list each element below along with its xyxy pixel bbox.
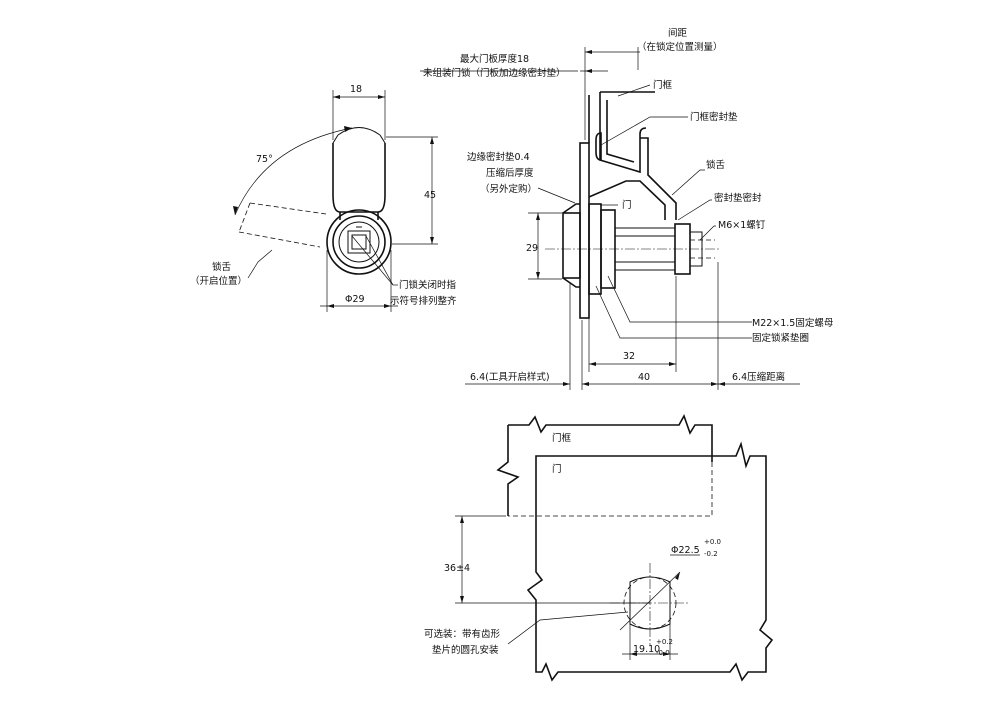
bottom-view: 门框 门 36±4 Φ22.5 +0.0 -0.2 19.10 +0.2 -0.…: [424, 414, 774, 682]
max-door-label-1: 最大门板厚度18: [460, 53, 529, 65]
door-side-label: 门: [622, 199, 632, 211]
edge-seal-label-1: 边缘密封垫0.4: [467, 151, 530, 163]
nut-label: M22×1.5固定螺母: [752, 317, 833, 329]
frame-seal-label: 门框密封垫: [690, 111, 738, 123]
angle-label: 75°: [256, 154, 273, 165]
tool-open-label: 6.4(工具开启样式): [470, 371, 550, 383]
gap-label-2: （在锁定位置测量）: [637, 41, 723, 53]
edge-seal-label-3: （另外定购）: [480, 183, 537, 195]
hole-diameter-tol-down: -0.2: [704, 550, 718, 558]
dim-45-label: 45: [424, 190, 436, 201]
dim-40-label: 40: [638, 372, 650, 383]
side-view: 间距 （在锁定位置测量） 最大门板厚度18 未组装门锁（门板加边缘密封垫）: [420, 27, 833, 390]
flat-width-tol-up: +0.2: [656, 638, 673, 646]
gap-label-1: 间距: [668, 27, 688, 39]
indicator-note-1: 门锁关闭时指: [399, 279, 457, 291]
seal-seal-label: 密封垫密封: [714, 192, 762, 204]
edge-seal-label-2: 压缩后厚度: [486, 167, 534, 179]
flat-width-tol-down: -0.0: [656, 649, 670, 657]
tongue-open-label-1: 锁舌: [212, 261, 232, 273]
frame-label: 门框: [653, 79, 673, 91]
tongue-label: 锁舌: [706, 159, 726, 171]
max-door-label-2: 未组装门锁（门板加边缘密封垫）: [423, 67, 566, 79]
option-note-1: 可选装：带有齿形: [424, 628, 501, 640]
washer-label: 固定锁紧垫圈: [752, 332, 809, 344]
dim-18-label: 18: [350, 84, 362, 95]
tongue-open-label-2: （开启位置）: [190, 275, 247, 287]
hole-diameter-tol-up: +0.0: [704, 538, 721, 546]
left-view: 75° 18 45 Φ29 锁舌 （开启位置） 门锁关闭时指 示符号排列整齐: [190, 84, 457, 312]
flat-width-label: 19.10: [633, 644, 660, 655]
frame-bottom-label: 门框: [552, 432, 572, 444]
dim-36-label: 36±4: [444, 563, 470, 574]
indicator-note-2: 示符号排列整齐: [390, 295, 457, 307]
compress-label: 6.4压缩距离: [732, 371, 785, 383]
hole-diameter-label: Φ22.5: [671, 545, 700, 556]
dim-29-label: 29: [526, 243, 538, 254]
screw-label: M6×1螺钉: [718, 220, 766, 231]
dim-32-label: 32: [623, 351, 635, 362]
door-bottom-label: 门: [552, 463, 562, 475]
dim-phi29-label: Φ29: [345, 294, 365, 305]
option-note-2: 垫片的圆孔安装: [432, 644, 499, 656]
